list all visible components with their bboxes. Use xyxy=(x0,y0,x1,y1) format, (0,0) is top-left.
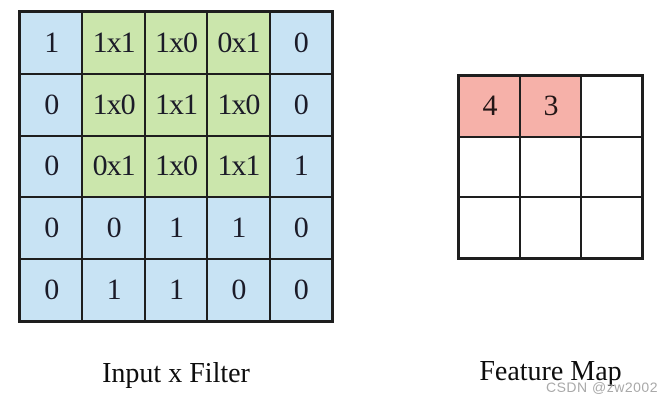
input-grid-cell: 0 xyxy=(20,197,83,260)
input-grid-cell: 0 xyxy=(269,259,332,321)
input-grid-cell: 0 xyxy=(269,197,332,260)
input-grid-cell: 1x0 xyxy=(144,12,208,74)
feature-map-cell xyxy=(520,136,581,198)
feature-map-cell: 3 xyxy=(520,76,581,137)
feature-map-cell xyxy=(581,76,642,137)
input-grid-cell: 0x1 xyxy=(82,135,145,198)
input-grid-cell: 1 xyxy=(144,259,208,321)
input-grid-cell: 1x0 xyxy=(207,73,270,136)
input-grid-cell: 1 xyxy=(207,197,270,260)
input-grid-cell: 0 xyxy=(20,259,83,321)
input-grid-cell: 0 xyxy=(82,197,145,260)
input-grid-cell: 0 xyxy=(20,135,83,198)
input-grid-cell: 1x1 xyxy=(144,73,208,136)
watermark-text: CSDN @zw2002 xyxy=(545,379,658,395)
input-grid-cell: 1x0 xyxy=(82,73,145,136)
input-grid-cell: 1 xyxy=(20,12,83,74)
input-grid-cell: 1 xyxy=(144,197,208,260)
feature-map-label: Feature Map xyxy=(479,356,622,387)
feature-map-cell: 4 xyxy=(459,76,520,137)
input-grid-cell: 1x1 xyxy=(207,135,270,198)
feature-map-cell xyxy=(459,136,520,198)
input-grid-cell: 1 xyxy=(269,135,332,198)
input-grid-cell: 0 xyxy=(207,259,270,321)
input-grid-cell: 0 xyxy=(20,73,83,136)
input-grid-cell: 0 xyxy=(269,73,332,136)
feature-map-cell xyxy=(581,136,642,198)
feature-map-cell xyxy=(581,197,642,258)
input-grid-cell: 0 xyxy=(269,12,332,74)
input-filter-label: Input x Filter xyxy=(102,358,250,389)
input-grid-cell: 1x0 xyxy=(144,135,208,198)
feature-map-cell xyxy=(459,197,520,258)
input-grid-cell: 0x1 xyxy=(207,12,270,74)
input-grid-cell: 1x1 xyxy=(82,12,145,74)
input-grid-cell: 1 xyxy=(82,259,145,321)
feature-map-cell xyxy=(520,197,581,258)
